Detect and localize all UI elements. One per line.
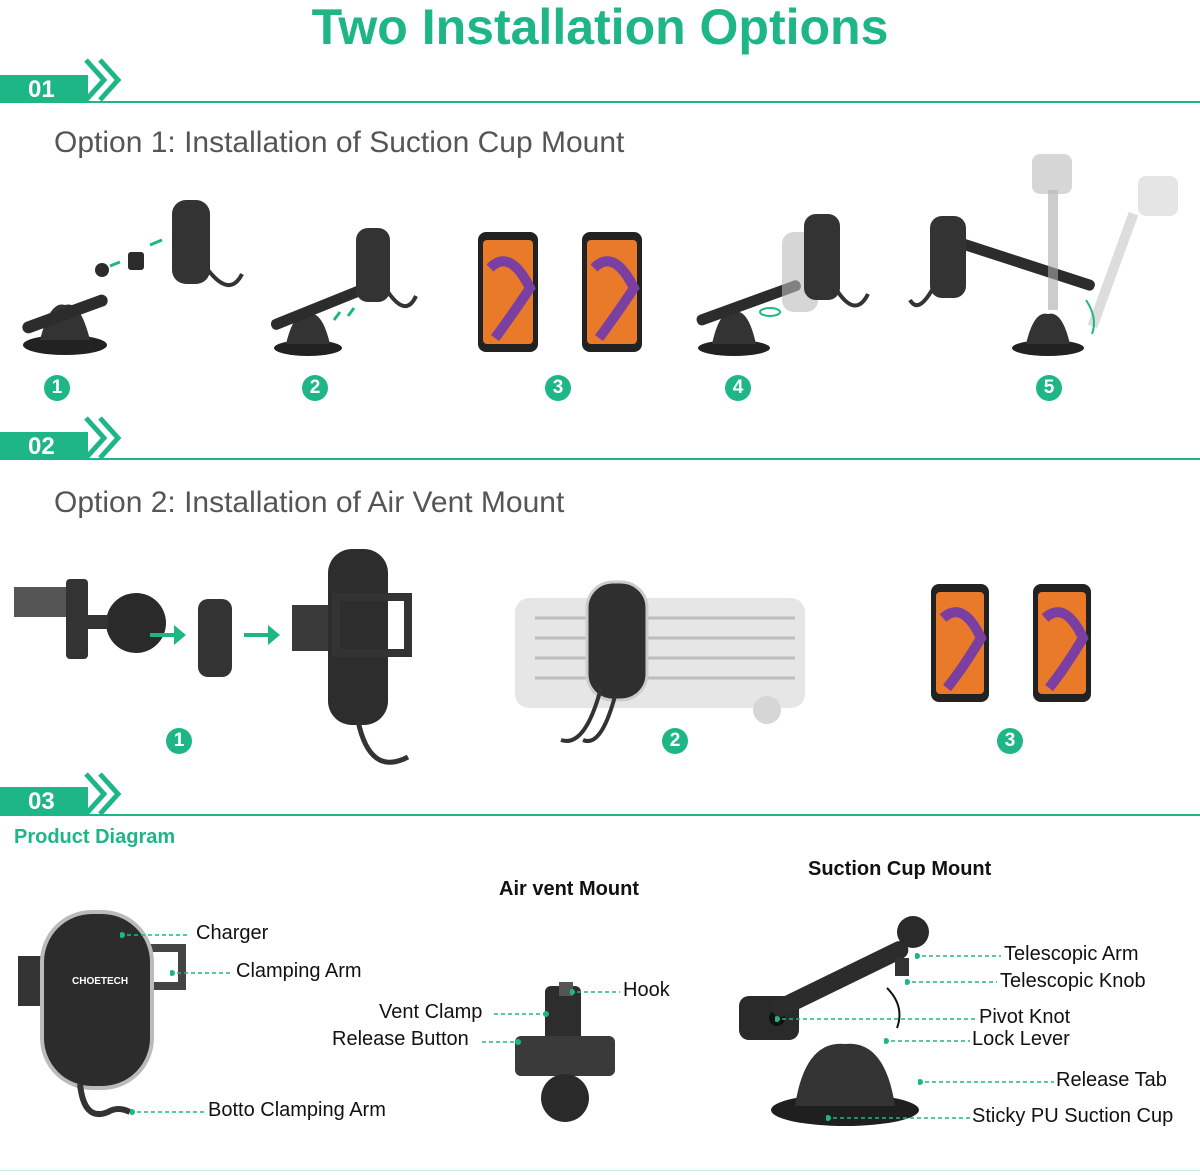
step-1-illustration — [22, 200, 244, 355]
section-divider — [0, 101, 1200, 103]
label-hook: Hook — [623, 979, 670, 1001]
leader-line — [130, 1109, 204, 1115]
leader-line — [120, 932, 190, 938]
section-divider — [0, 458, 1200, 460]
section-divider — [0, 814, 1200, 816]
section-tag-02: 02 — [0, 432, 88, 460]
air-vent-mount-heading: Air vent Mount — [499, 878, 639, 900]
section-tag-01: 01 — [0, 75, 88, 103]
bottom-divider — [0, 1170, 1200, 1171]
leader-line — [170, 970, 232, 976]
label-pivot-knot: Pivot Knot — [979, 1006, 1071, 1028]
step-badge-2: 2 — [302, 375, 328, 401]
leader-line — [775, 1016, 977, 1022]
step-badge-4: 4 — [725, 375, 751, 401]
step-2-illustration — [270, 228, 418, 356]
leader-line — [826, 1115, 972, 1121]
label-clamping-arm: Clamping Arm — [236, 960, 362, 982]
step-badge-2: 2 — [662, 728, 688, 754]
step-badge-5: 5 — [1036, 375, 1062, 401]
vent-step-2-illustration — [515, 580, 805, 744]
step-badge-3: 3 — [545, 375, 571, 401]
label-release-tab: Release Tab — [1056, 1069, 1167, 1091]
brand-logo: CHOETECH — [72, 976, 128, 987]
vent-step-1-illustration — [14, 549, 412, 765]
label-vent-clamp: Vent Clamp — [379, 1001, 483, 1023]
leader-line — [570, 989, 620, 995]
step-4-illustration — [696, 214, 870, 356]
option-2-heading: Option 2: Installation of Air Vent Mount — [54, 486, 565, 519]
label-telescopic-knob: Telescopic Knob — [1000, 970, 1146, 992]
suction-cup-mount-heading: Suction Cup Mount — [808, 858, 992, 880]
step-badge-3: 3 — [997, 728, 1023, 754]
leader-line — [905, 979, 997, 985]
step-3-illustration — [478, 232, 642, 352]
label-lock-lever: Lock Lever — [972, 1028, 1070, 1050]
label-charger: Charger — [196, 922, 269, 944]
leader-line — [884, 1038, 970, 1044]
step-5-illustration — [908, 154, 1178, 356]
product-diagram-heading: Product Diagram — [14, 826, 176, 848]
leader-line — [918, 1079, 1054, 1085]
leader-line — [494, 1011, 549, 1017]
step-badge-1: 1 — [44, 375, 70, 401]
leader-line — [915, 953, 1001, 959]
leader-line — [482, 1039, 521, 1045]
label-telescopic-arm: Telescopic Arm — [1004, 943, 1139, 965]
air-vent-clip-illustration — [515, 982, 615, 1122]
chevron-right-icon — [84, 58, 122, 102]
section-tag-03: 03 — [0, 787, 88, 815]
step-badge-1: 1 — [166, 728, 192, 754]
option-1-heading: Option 1: Installation of Suction Cup Mo… — [54, 126, 625, 159]
label-sticky-pu-suction-cup: Sticky PU Suction Cup — [972, 1105, 1174, 1127]
vent-step-3-illustration — [931, 584, 1091, 702]
label-release-button: Release Button — [332, 1028, 469, 1050]
chevron-right-icon — [84, 772, 122, 816]
page-title: Two Installation Options — [311, 0, 889, 55]
label-bottom-clamping-arm: Botto Clamping Arm — [208, 1099, 386, 1121]
phone-holder-illustration: CHOETECH — [18, 910, 186, 1117]
chevron-right-icon — [84, 416, 122, 460]
